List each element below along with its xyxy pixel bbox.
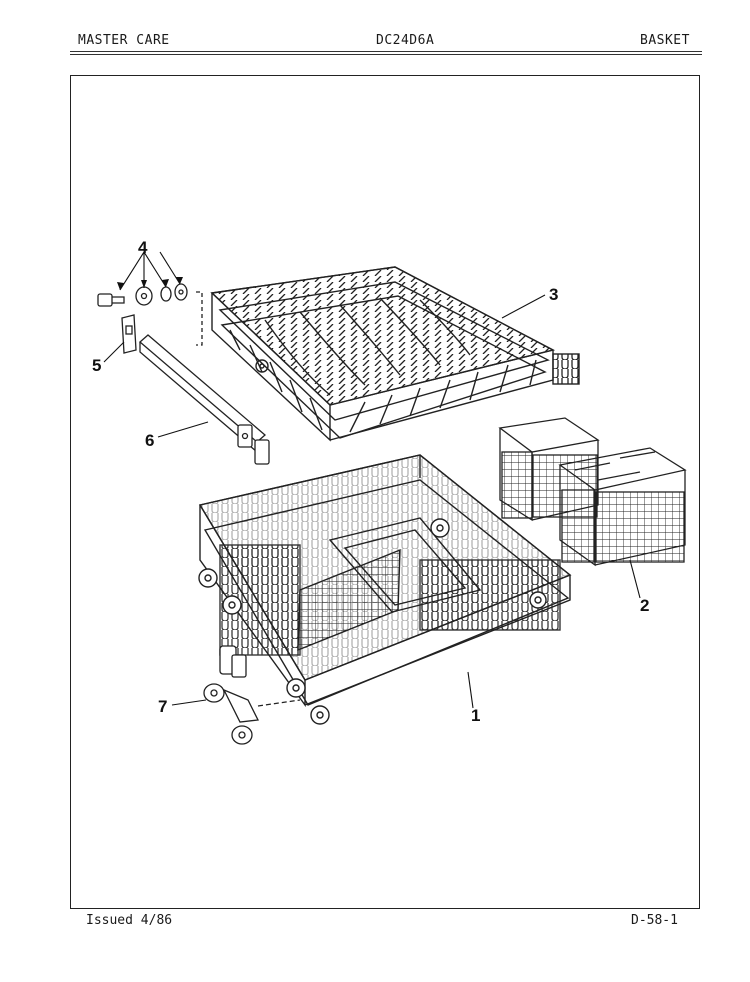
callout-5: 5 xyxy=(92,356,101,375)
upper-rack xyxy=(210,266,580,442)
callout-3: 3 xyxy=(549,285,558,304)
roller-assembly xyxy=(203,645,301,745)
header-left-text: MASTER CARE xyxy=(78,33,170,48)
rack-stop-clip xyxy=(121,314,137,354)
callout-4: 4 xyxy=(138,238,148,257)
silverware-basket xyxy=(498,417,687,567)
header-section-title: BASKET xyxy=(640,33,690,48)
slide-track-rail xyxy=(139,334,270,465)
callout-2: 2 xyxy=(640,596,649,615)
arrowheads xyxy=(117,277,183,290)
diagram-frame xyxy=(70,75,700,909)
issued-date: Issued 4/86 xyxy=(86,913,173,928)
leader-lines xyxy=(103,251,641,709)
callout-1: 1 xyxy=(471,706,480,725)
callout-6: 6 xyxy=(145,431,154,450)
header-rule-bottom xyxy=(70,54,702,55)
page-number: D-58-1 xyxy=(631,913,678,928)
header-model-number: DC24D6A xyxy=(376,33,435,48)
callout-7: 7 xyxy=(158,697,167,716)
lower-rack xyxy=(198,454,572,725)
header-rule-top xyxy=(70,51,702,52)
screw-and-washers xyxy=(97,283,203,346)
